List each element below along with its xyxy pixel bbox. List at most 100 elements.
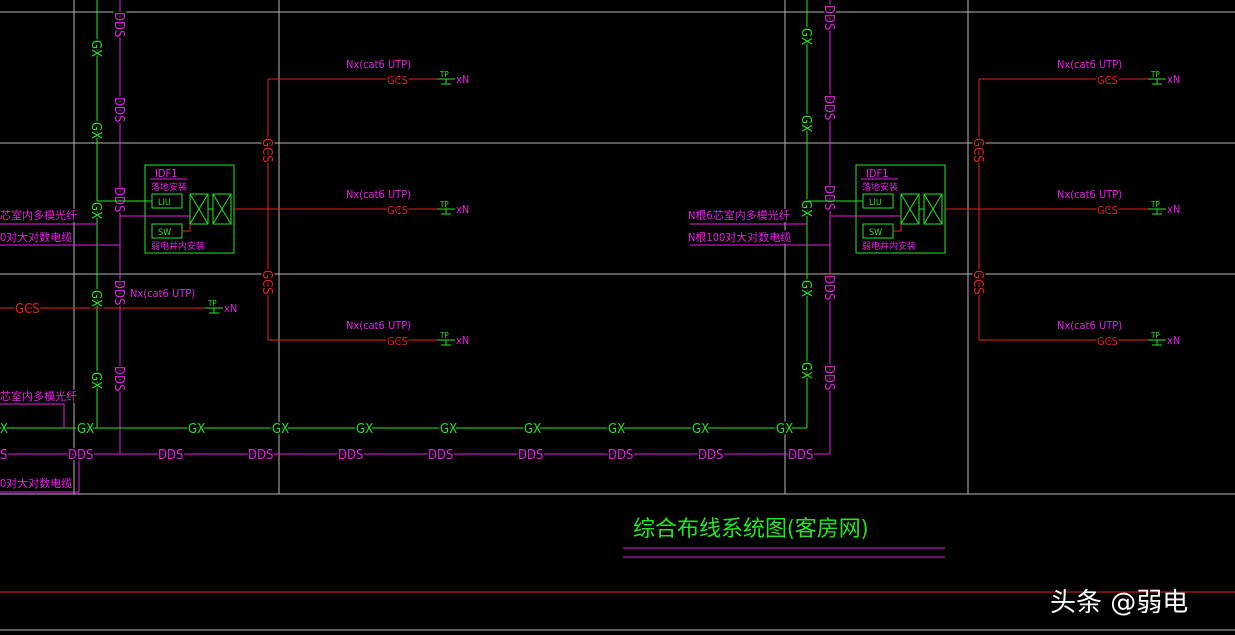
outlet-gcs-label: GCS [387,335,408,348]
gx-trunk-label: GX [524,422,541,437]
gx-riser-label: GX [88,290,103,307]
gx-trunk-label: GX [776,422,793,437]
dds-riser-label: DDS [821,95,836,120]
gcs-riser-label: GCS [259,138,274,163]
tp-outlet-icon [1148,339,1166,346]
dds-trunk-label: DDS [338,448,363,463]
gx-trunk-label: GX [77,422,94,437]
left-feed-lines [0,223,120,246]
patch-panel-icon [900,193,943,225]
liu-label: LIU [869,198,882,208]
drawing-title: 综合布线系统图(客房网) [633,517,868,542]
idf-mount-label: 落地安装 [151,181,187,193]
left-gcs-riser [267,78,440,341]
dds-trunk-label: DDS [158,448,183,463]
tp-label: TP [1150,331,1160,340]
right-feed-copper-label: N根100对大对数电缆 [688,230,791,244]
tp-outlet-icon [1148,208,1166,215]
outlet-cable-label: Nx(cat6 UTP) [1057,319,1122,332]
dds-trunk-label: DDS [248,448,273,463]
outlet-gcs-label: GCS [387,204,408,217]
outlet-count-label: xN [224,302,237,315]
gx-riser-label: GX [798,280,813,297]
liu-label: LIU [158,198,171,208]
gx-riser-label: GX [798,200,813,217]
gcs-riser-label: GCS [970,270,985,295]
idf-name: IDF1 [866,167,889,180]
outlet-count-label: xN [456,203,469,216]
dds-trunk-label: DDS [68,448,93,463]
idf-cabinet [808,164,979,254]
watermark: 头条 @弱电 [1050,588,1189,618]
idf-mount-label: 落地安装 [862,181,898,193]
outlet-cable-label: Nx(cat6 UTP) [346,188,411,201]
right-feed-fiber-label: N根6芯室内多模光纤 [688,208,790,222]
outlet-cable-label: Nx(cat6 UTP) [346,319,411,332]
gx-riser-label: GX [798,362,813,379]
gcs-riser-label: GCS [970,138,985,163]
dds-riser-label: DDS [111,280,126,305]
tp-outlet-icon [437,339,455,346]
sw-label: SW [158,228,171,238]
gx-riser-label: GX [798,115,813,132]
dds-trunk-label: DDS [698,448,723,463]
gx-riser-label: GX [88,40,103,57]
bottom-left-fiber-label: 芯室内多模光纤 [0,389,77,403]
dds-riser-label: DDS [111,187,126,212]
outlet-gcs-label: GCS [387,74,408,87]
left-feed-copper-label: 0对大对数电缆 [0,230,72,244]
tp-label: TP [439,331,449,340]
tp-label: TP [439,70,449,79]
gcs-label: GCS [15,302,40,317]
idf-name: IDF1 [155,167,178,180]
tp-outlet-icon [437,208,455,215]
outlet-cable-label: Nx(cat6 UTP) [130,287,195,300]
idf-mount-bottom-label: 弱电井内安装 [862,240,916,252]
outlet-gcs-label: GCS [1097,74,1118,87]
idf-cabinet [97,164,268,254]
gx-riser-label: GX [798,28,813,45]
outlet-count-label: xN [1167,203,1180,216]
title-underline [623,547,945,558]
outlet-cable-label: Nx(cat6 UTP) [1057,58,1122,71]
bottom-left-copper-label: 0对大对数电缆 [0,476,72,490]
gx-trunk-label: GX [356,422,373,437]
sw-label: SW [869,228,882,238]
gx-trunk-label: GX [188,422,205,437]
left-feed-fiber-label: 芯室内多模光纤 [0,208,77,222]
gx-riser-label: GX [88,372,103,389]
gx-trunk-label: GX [608,422,625,437]
right-gcs-riser [978,78,1150,341]
gx-riser-label: GX [88,122,103,139]
dds-riser-label: DDS [111,366,126,391]
dds-riser-label: DDS [111,12,126,37]
outlet-count-label: xN [456,334,469,347]
tp-label: TP [1150,200,1160,209]
gx-riser-label: GX [88,202,103,219]
gx-trunk-label: GX [692,422,709,437]
dds-trunk-label: DDS [518,448,543,463]
dds-riser-label: DDS [821,185,836,210]
dds-riser-label: DDS [111,97,126,122]
dds-riser-label: DDS [821,275,836,300]
outlet-cable-label: Nx(cat6 UTP) [1057,188,1122,201]
outlet-count-label: xN [456,73,469,86]
tp-outlet-icon [1148,78,1166,85]
dds-riser-label: DDS [821,365,836,390]
tp-outlet-icon [205,307,223,314]
patch-panel-icon [189,193,232,225]
outlet-gcs-label: GCS [1097,335,1118,348]
bottom-left-feed-lines [0,403,80,493]
idf-mount-bottom-label: 弱电井内安装 [151,240,205,252]
tp-label: TP [207,299,217,308]
gx-trunk-label: GX [440,422,457,437]
tp-outlet-icon [437,78,455,85]
gcs-riser-label: GCS [259,270,274,295]
outlet-cable-label: Nx(cat6 UTP) [346,58,411,71]
tp-label: TP [439,200,449,209]
dds-trunk-label: S [0,448,7,463]
gx-trunk-label: GX [272,422,289,437]
tp-label: TP [1150,70,1160,79]
